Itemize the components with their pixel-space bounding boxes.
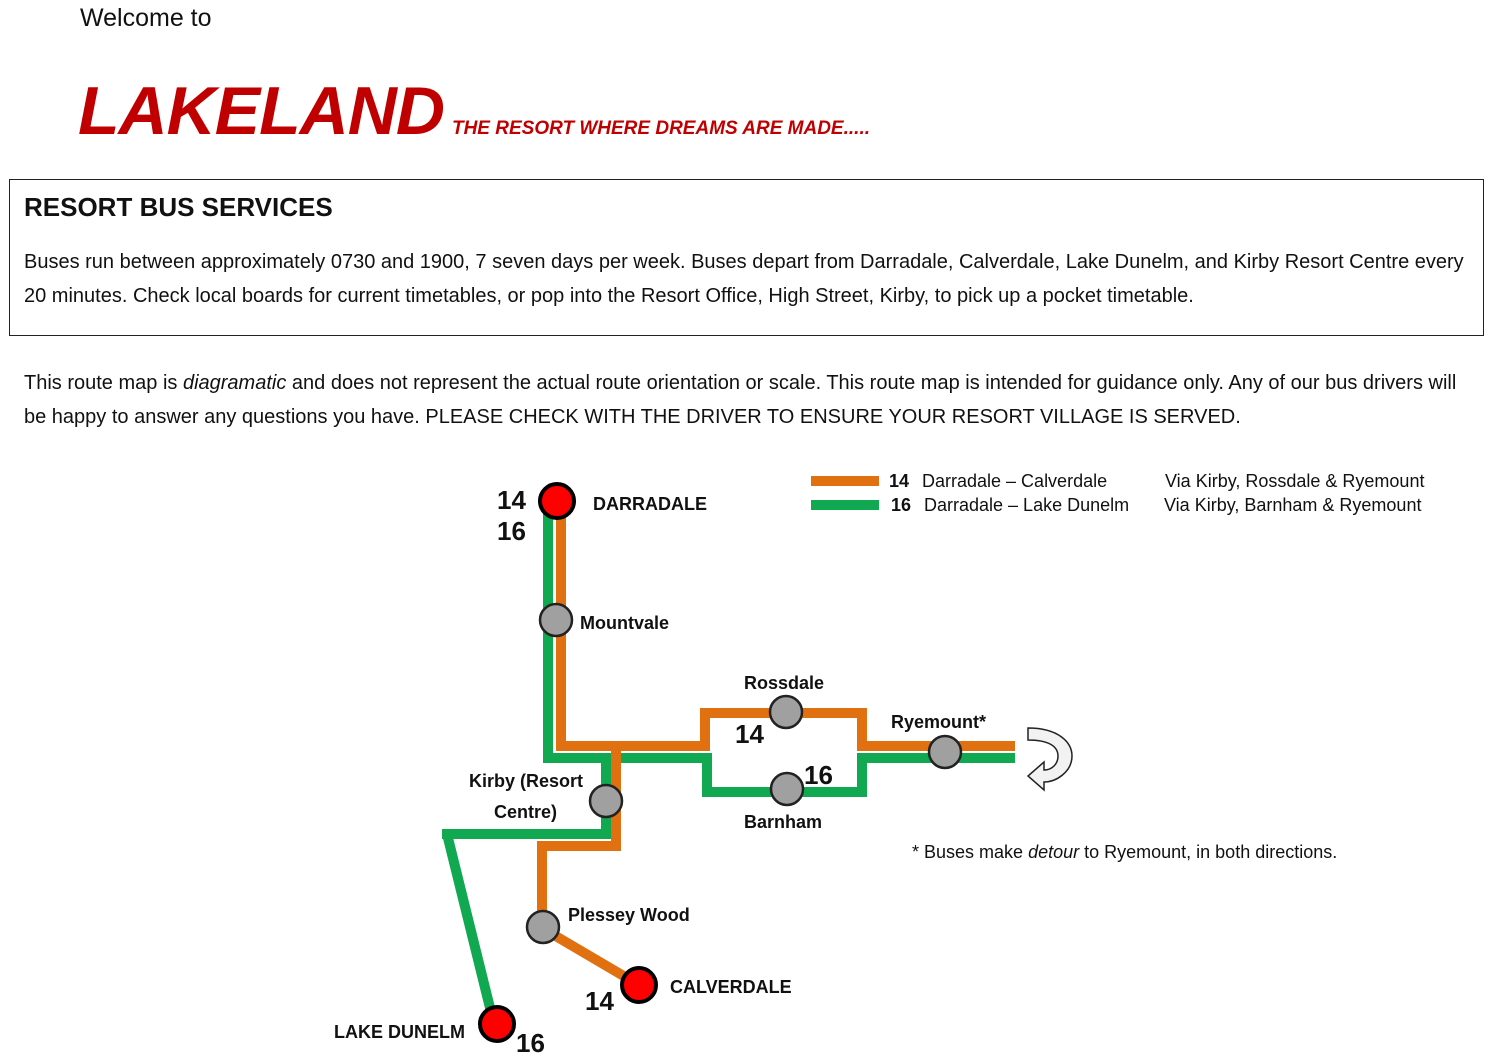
label-calverdale: CALVERDALE: [670, 977, 792, 997]
stop-kirby: [588, 783, 624, 819]
map-note: * Buses make detour to Ryemount, in both…: [912, 842, 1337, 862]
label-rossdale: Rossdale: [744, 673, 824, 693]
brand-heading: LAKELAND THE RESORT WHERE DREAMS ARE MADE…: [78, 72, 870, 150]
map-legend: 14 Darradale – Calverdale Via Kirby, Ros…: [811, 471, 1424, 515]
stop-ryemount: [927, 734, 963, 770]
route-16-kirby-branch: [442, 758, 611, 839]
stop-calverdale: [620, 966, 658, 1004]
label-mountvale: Mountvale: [580, 613, 669, 633]
disclaimer-before: This route map is: [24, 372, 183, 394]
map-route-numbers: 14 16 14 16 14 16: [497, 485, 833, 1058]
label-kirby-line1: Kirby (Resort: [469, 771, 583, 791]
disclaimer-text: This route map is diagramatic and does n…: [24, 366, 1474, 434]
legend-via-16: Via Kirby, Barnham & Ryemount: [1164, 495, 1421, 515]
route-number-lake-dunelm-16: 16: [516, 1028, 545, 1058]
route-16-main: [543, 502, 1015, 797]
route-14-main: [556, 502, 1015, 751]
map-stops: [478, 482, 963, 1043]
services-text: Buses run between approximately 0730 and…: [24, 251, 1464, 307]
route-number-rossdale-14: 14: [735, 719, 764, 749]
route-map: 14 Darradale – Calverdale Via Kirby, Ros…: [334, 471, 1424, 1058]
route-number-calverdale-14: 14: [585, 986, 614, 1016]
legend-number-16: 16: [891, 495, 911, 515]
route-16-lake-branch: [442, 832, 499, 1026]
disclaimer-emphasis: diagramatic: [182, 372, 287, 394]
stop-barnham: [769, 771, 805, 807]
loop-arrow-icon: [1026, 727, 1073, 792]
stop-darradale: [538, 482, 576, 520]
brand-tagline: THE RESORT WHERE DREAMS ARE MADE.....: [451, 118, 870, 139]
services-title: RESORT BUS SERVICES: [24, 192, 333, 222]
route-number-darradale-14: 14: [497, 485, 526, 515]
label-darradale: DARRADALE: [593, 494, 707, 514]
legend-description-14: Darradale – Calverdale: [922, 471, 1107, 491]
services-box: RESORT BUS SERVICES Buses run between ap…: [9, 179, 1484, 336]
route-number-barnham-16: 16: [804, 760, 833, 790]
legend-via-14: Via Kirby, Rossdale & Ryemount: [1165, 471, 1424, 491]
stop-plessey-wood: [525, 909, 561, 945]
label-barnham: Barnham: [744, 812, 822, 832]
route-16-line: [442, 502, 1015, 1026]
label-plessey-wood: Plessey Wood: [568, 905, 690, 925]
route-number-darradale-16: 16: [497, 516, 526, 546]
welcome-text: Welcome to: [80, 4, 212, 32]
label-ryemount: Ryemount*: [891, 712, 986, 732]
map-stop-labels: DARRADALE Mountvale Rossdale Ryemount* K…: [334, 494, 986, 1042]
stop-rossdale: [768, 694, 804, 730]
label-kirby-line2: Centre): [494, 802, 557, 822]
map-note-emphasis: detour: [1028, 842, 1080, 862]
stop-lake-dunelm: [478, 1005, 516, 1043]
label-lake-dunelm: LAKE DUNELM: [334, 1022, 465, 1042]
brand-name: LAKELAND: [78, 73, 445, 149]
legend-number-14: 14: [889, 471, 909, 491]
map-note-after: to Ryemount, in both directions.: [1079, 842, 1337, 862]
legend-description-16: Darradale – Lake Dunelm: [924, 495, 1129, 515]
disclaimer-after: and does not represent the actual route …: [24, 372, 1457, 428]
map-note-before: * Buses make: [912, 842, 1028, 862]
stop-mountvale: [538, 602, 574, 638]
